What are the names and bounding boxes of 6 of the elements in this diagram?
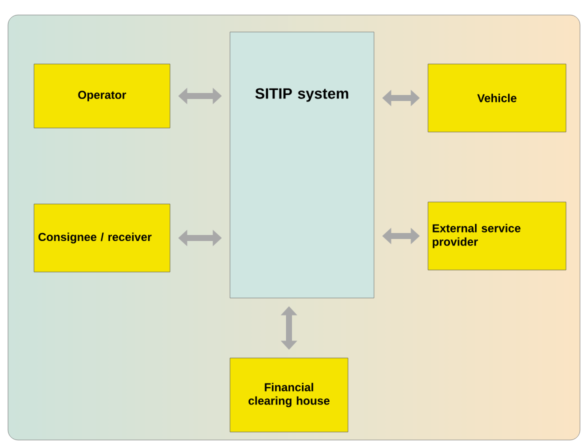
- entity-box: Consignee / receiver: [34, 204, 170, 272]
- entity-box: Vehicle: [428, 64, 566, 132]
- system-box: SITIP system: [230, 32, 374, 298]
- entity-box: External service provider: [428, 202, 566, 270]
- entity-box: Financial clearing house: [230, 358, 348, 432]
- entity-box: Operator: [34, 64, 170, 128]
